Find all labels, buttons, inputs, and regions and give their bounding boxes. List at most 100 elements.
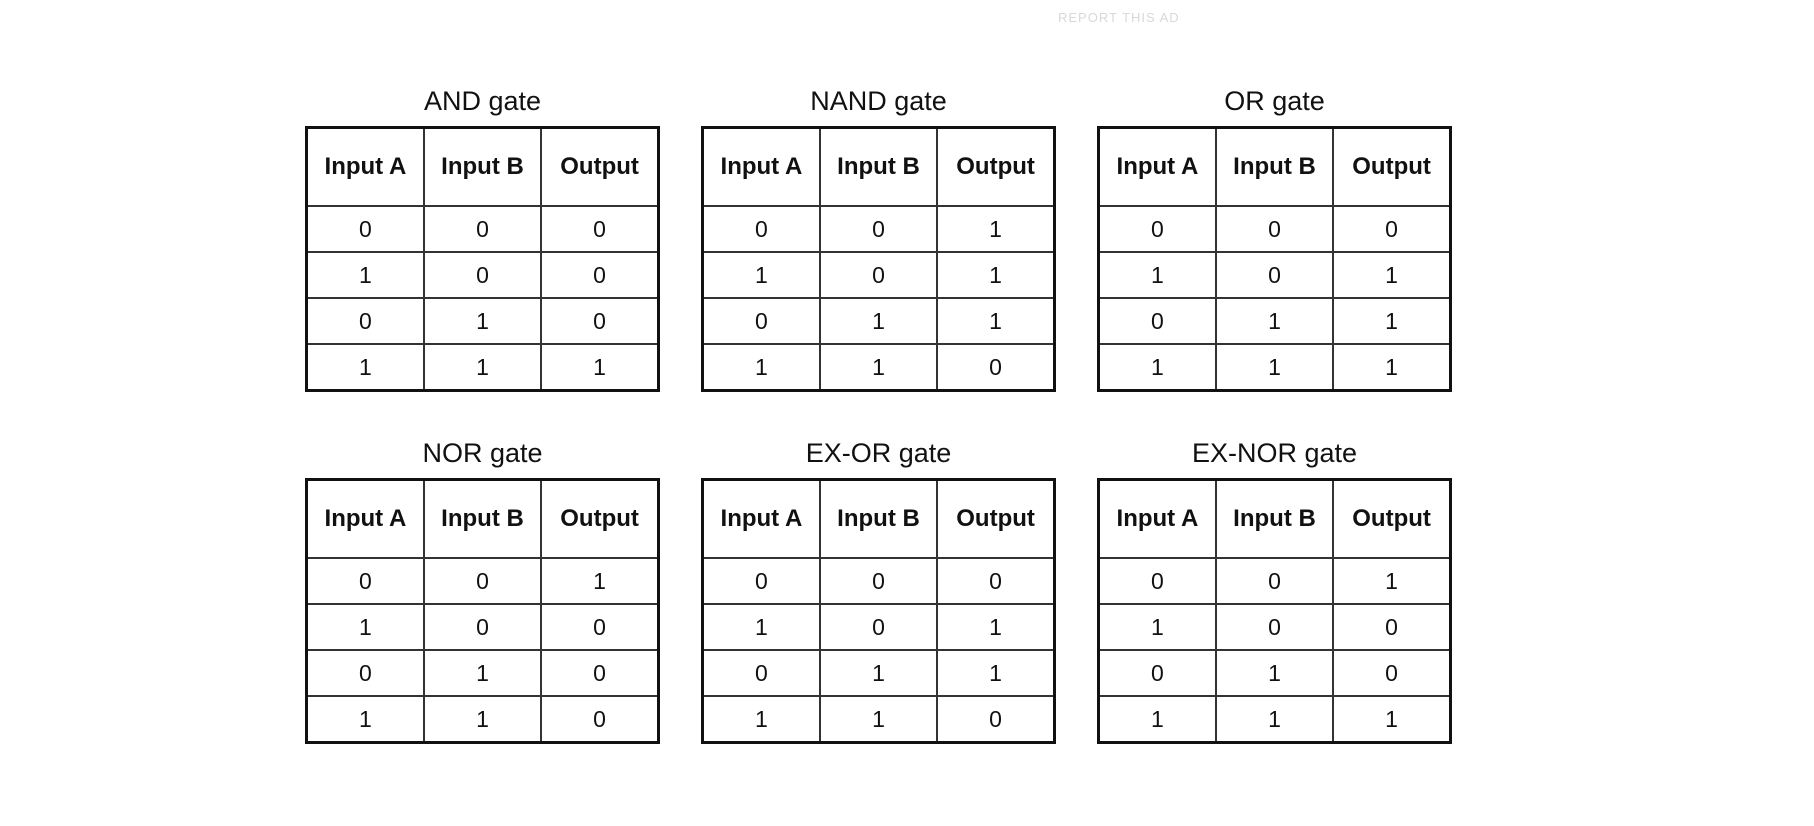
truth-table: Input A Input B Output 0 0 0 1 0 1 0 1 1 [701, 478, 1056, 744]
table-row: 0 0 1 [1097, 557, 1452, 605]
table-header-row: Input A Input B Output [1097, 126, 1452, 207]
report-ad-label[interactable]: REPORT THIS AD [1058, 10, 1180, 25]
cell-input-b: 1 [818, 695, 939, 744]
table-header-row: Input A Input B Output [1097, 478, 1452, 559]
cell-input-a: 0 [305, 557, 425, 605]
cell-input-b: 1 [1214, 649, 1335, 697]
cell-output: 0 [540, 297, 660, 345]
cell-input-b: 1 [422, 343, 543, 392]
truth-table: Input A Input B Output 0 0 0 1 0 0 0 1 0 [305, 126, 660, 392]
table-row: 1 0 1 [701, 251, 1056, 299]
cell-output: 1 [936, 297, 1056, 345]
table-header-row: Input A Input B Output [305, 126, 660, 207]
cell-output: 0 [936, 343, 1056, 392]
cell-output: 0 [1332, 603, 1452, 651]
column-header-input-b: Input B [818, 126, 939, 207]
table-row: 0 0 0 [701, 557, 1056, 605]
table-row: 1 1 1 [1097, 343, 1452, 392]
cell-input-a: 1 [1097, 343, 1217, 392]
column-header-output: Output [540, 126, 660, 207]
cell-input-a: 0 [1097, 297, 1217, 345]
column-header-input-a: Input A [1097, 478, 1217, 559]
column-header-input-a: Input A [1097, 126, 1217, 207]
table-row: 1 0 1 [1097, 251, 1452, 299]
table-row: 1 1 0 [701, 695, 1056, 744]
column-header-input-b: Input B [1214, 478, 1335, 559]
cell-output: 0 [540, 251, 660, 299]
table-row: 0 1 1 [701, 649, 1056, 697]
cell-input-b: 1 [422, 297, 543, 345]
cell-input-a: 1 [1097, 251, 1217, 299]
cell-input-a: 0 [1097, 649, 1217, 697]
cell-input-a: 1 [701, 251, 821, 299]
column-header-output: Output [540, 478, 660, 559]
column-header-output: Output [936, 478, 1056, 559]
cell-input-b: 1 [818, 297, 939, 345]
cell-output: 0 [1332, 205, 1452, 253]
cell-input-a: 0 [701, 205, 821, 253]
cell-input-a: 1 [1097, 603, 1217, 651]
table-row: 1 0 1 [701, 603, 1056, 651]
cell-output: 1 [936, 603, 1056, 651]
table-header-row: Input A Input B Output [701, 478, 1056, 559]
cell-input-b: 0 [422, 205, 543, 253]
table-header-row: Input A Input B Output [305, 478, 660, 559]
cell-input-b: 0 [818, 251, 939, 299]
gate-title: AND gate [423, 86, 542, 116]
cell-input-a: 0 [305, 649, 425, 697]
gate-ex-nor: EX-NOR gate Input A Input B Output 0 0 1… [1097, 434, 1452, 744]
gate-or: OR gate Input A Input B Output 0 0 0 1 0… [1097, 82, 1452, 392]
table-row: 1 0 0 [305, 603, 660, 651]
column-header-input-a: Input A [305, 478, 425, 559]
table-row: 1 1 0 [701, 343, 1056, 392]
cell-input-a: 1 [305, 251, 425, 299]
truth-table: Input A Input B Output 0 0 0 1 0 1 0 1 1 [1097, 126, 1452, 392]
cell-input-a: 0 [1097, 205, 1217, 253]
cell-output: 1 [1332, 251, 1452, 299]
cell-input-a: 0 [701, 649, 821, 697]
cell-output: 1 [936, 649, 1056, 697]
table-row: 1 1 1 [305, 343, 660, 392]
cell-input-b: 0 [422, 603, 543, 651]
cell-input-b: 1 [818, 649, 939, 697]
cell-output: 1 [1332, 695, 1452, 744]
table-row: 0 0 1 [701, 205, 1056, 253]
cell-input-b: 0 [1214, 603, 1335, 651]
cell-input-a: 1 [1097, 695, 1217, 744]
cell-output: 0 [936, 695, 1056, 744]
column-header-output: Output [1332, 126, 1452, 207]
cell-input-b: 0 [422, 557, 543, 605]
cell-output: 0 [936, 557, 1056, 605]
gate-nand: NAND gate Input A Input B Output 0 0 1 1… [701, 82, 1056, 392]
table-row: 0 1 1 [1097, 297, 1452, 345]
cell-output: 1 [936, 205, 1056, 253]
cell-output: 1 [540, 557, 660, 605]
cell-output: 1 [1332, 557, 1452, 605]
column-header-output: Output [936, 126, 1056, 207]
cell-input-a: 1 [305, 343, 425, 392]
table-row: 1 1 1 [1097, 695, 1452, 744]
cell-output: 1 [1332, 297, 1452, 345]
cell-input-b: 0 [1214, 205, 1335, 253]
cell-input-b: 1 [1214, 343, 1335, 392]
gate-title: EX-OR gate [805, 438, 952, 468]
cell-input-b: 0 [818, 205, 939, 253]
cell-input-b: 0 [1214, 557, 1335, 605]
cell-input-b: 1 [422, 695, 543, 744]
cell-input-b: 0 [818, 557, 939, 605]
gate-title: NAND gate [810, 86, 947, 116]
cell-input-b: 1 [1214, 695, 1335, 744]
cell-output: 0 [540, 695, 660, 744]
cell-input-b: 0 [1214, 251, 1335, 299]
table-row: 0 0 0 [305, 205, 660, 253]
column-header-input-b: Input B [422, 126, 543, 207]
cell-output: 1 [936, 251, 1056, 299]
cell-input-a: 0 [701, 297, 821, 345]
column-header-input-a: Input A [701, 478, 821, 559]
cell-input-a: 1 [701, 603, 821, 651]
truth-table: Input A Input B Output 0 0 1 1 0 0 0 1 0 [1097, 478, 1452, 744]
cell-output: 0 [1332, 649, 1452, 697]
table-row: 1 1 0 [305, 695, 660, 744]
gate-ex-or: EX-OR gate Input A Input B Output 0 0 0 … [701, 434, 1056, 744]
column-header-input-b: Input B [818, 478, 939, 559]
